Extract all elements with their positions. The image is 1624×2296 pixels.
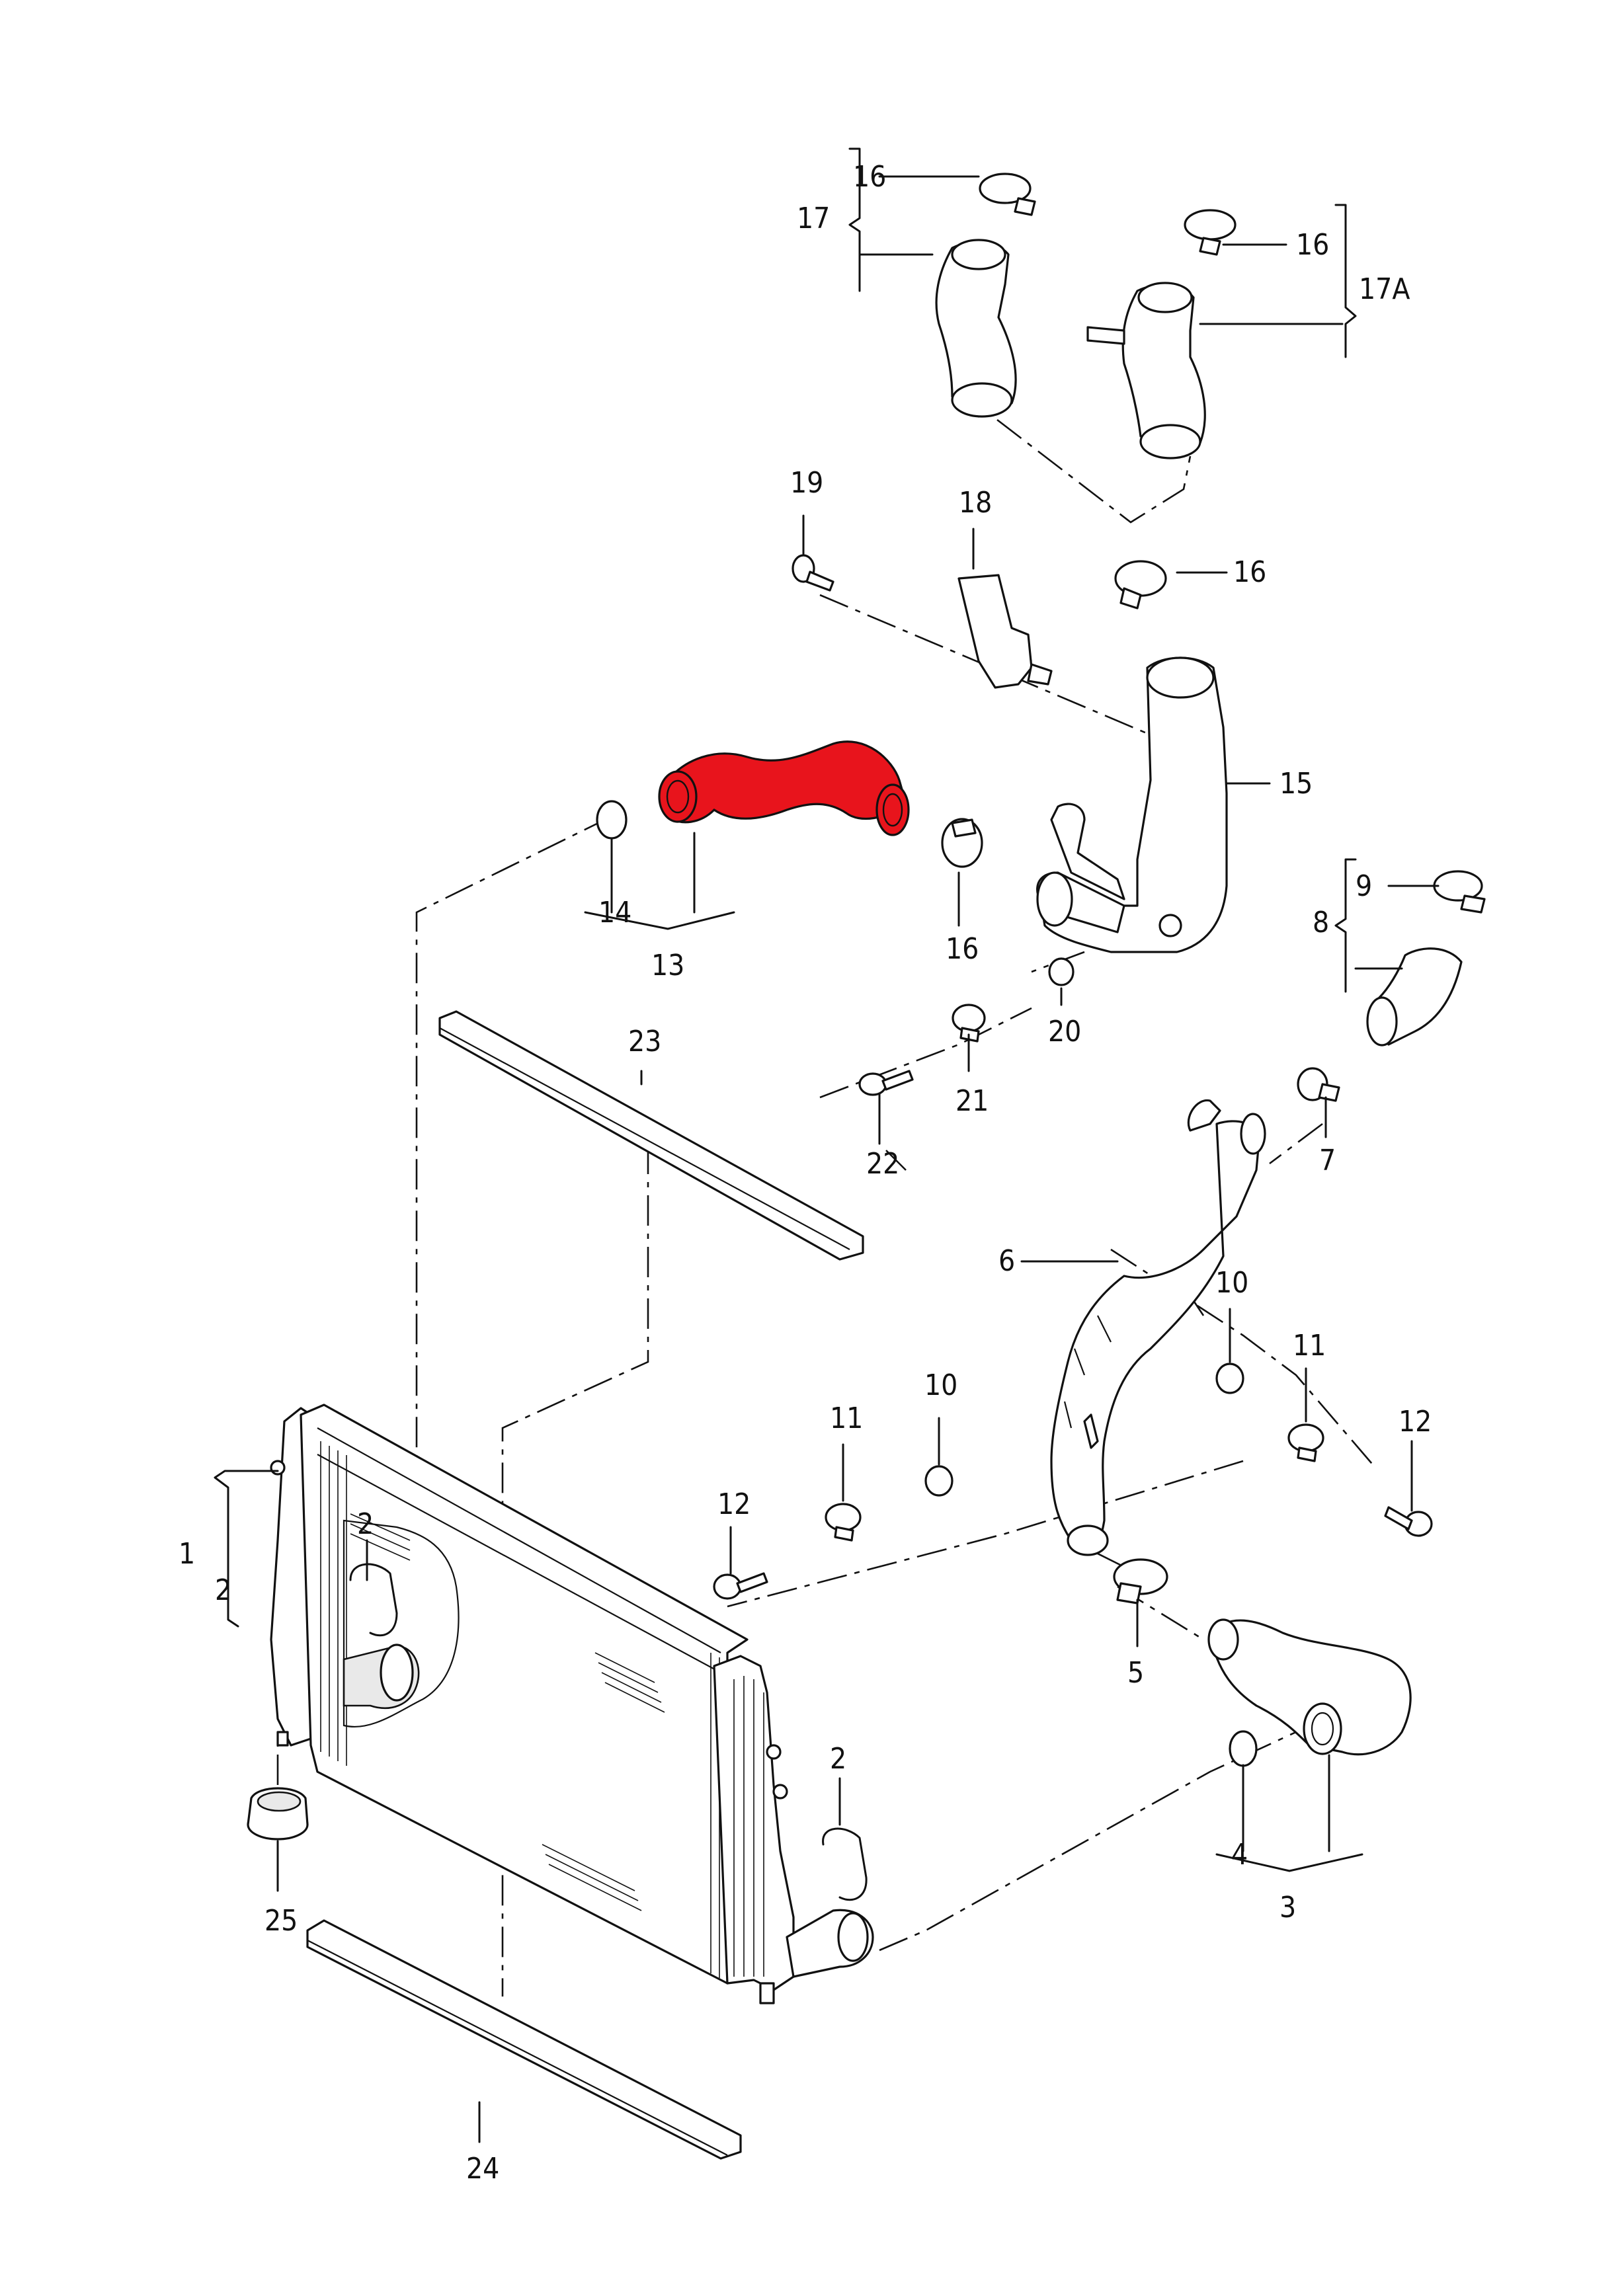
- mounting-hardware-10-12: [713, 1363, 1433, 1600]
- label-17: 17: [797, 202, 830, 235]
- clamps: [941, 173, 1237, 868]
- label-2: 2: [215, 1573, 231, 1607]
- label-16: 16: [1296, 228, 1329, 262]
- label-13: 13: [651, 949, 684, 982]
- air-guide-lower: [306, 1919, 742, 2160]
- label-18: 18: [959, 486, 992, 520]
- label-6: 6: [998, 1244, 1015, 1278]
- label-7: 7: [1319, 1144, 1336, 1177]
- intercooler: [270, 1404, 874, 2004]
- label-19: 19: [790, 466, 823, 500]
- charge-air-hose-highlighted: [658, 740, 910, 836]
- pressure-sensor-18: [957, 574, 1053, 689]
- rubber-mount: [247, 1787, 309, 1841]
- label-23: 23: [628, 1025, 661, 1058]
- hose-13-body: [667, 740, 907, 824]
- o-ring-14: [596, 800, 628, 840]
- label-17a: 17A: [1359, 272, 1410, 306]
- label-16: 16: [946, 932, 979, 966]
- hose-13-end-left: [658, 770, 698, 823]
- label-20: 20: [1048, 1015, 1081, 1049]
- hose-8: [1297, 870, 1486, 1102]
- label-11: 11: [1293, 1329, 1326, 1363]
- hose-13-end-right: [875, 783, 910, 836]
- label-16: 16: [1233, 555, 1266, 589]
- mounting-hardware-20-22: [858, 957, 1075, 1096]
- label-5: 5: [1127, 1656, 1144, 1690]
- label-10: 10: [924, 1368, 957, 1402]
- hose-17a: [1086, 282, 1206, 459]
- hose-17: [935, 239, 1017, 418]
- label-12: 12: [717, 1487, 751, 1521]
- pipe-6: [1050, 1099, 1266, 1556]
- label-11: 11: [830, 1402, 863, 1435]
- label-4: 4: [1231, 1838, 1248, 1872]
- leader-lines: [214, 147, 1440, 2143]
- bolt-19: [792, 554, 834, 592]
- air-guide-upper: [438, 1010, 864, 1261]
- label-25: 25: [264, 1904, 298, 1938]
- label-2: 2: [357, 1507, 374, 1541]
- callout-labels: 16 17 16 17A 19 18 16 15 16 14 13 9 8 7 …: [179, 160, 1432, 2186]
- label-3: 3: [1279, 1891, 1296, 1924]
- label-24: 24: [466, 2152, 499, 2186]
- label-22: 22: [866, 1147, 899, 1181]
- label-15: 15: [1279, 767, 1313, 801]
- label-1: 1: [179, 1537, 195, 1571]
- hose-3: [1207, 1618, 1412, 1767]
- label-16: 16: [853, 160, 886, 194]
- label-21: 21: [955, 1084, 989, 1118]
- label-9: 9: [1356, 869, 1372, 903]
- label-12: 12: [1399, 1405, 1432, 1439]
- pipe-15: [1036, 656, 1228, 953]
- clamp-5: [1113, 1558, 1168, 1604]
- label-14: 14: [598, 896, 631, 930]
- label-8: 8: [1313, 906, 1329, 939]
- label-2: 2: [830, 1742, 846, 1776]
- label-10: 10: [1215, 1266, 1248, 1300]
